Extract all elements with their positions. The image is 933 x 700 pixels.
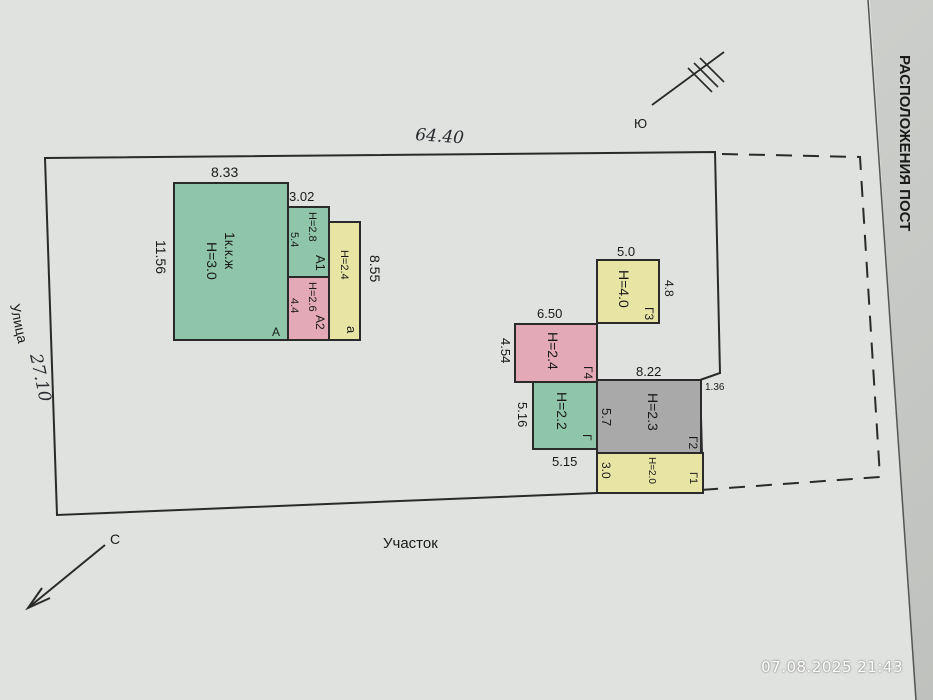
ext-a2-block [287,276,330,341]
main-house-depth-dim: 11.56 [153,240,169,274]
ext-a1-letter: А1 [313,255,328,271]
main-house-letter: А [272,325,280,339]
outbuilding-g3-letter: Г3 [642,307,656,320]
outbuilding-g4-depth-dim: 4.54 [498,338,513,363]
outbuilding-g2-height: Н=2.3 [645,393,661,431]
outbuilding-g3-width-dim: 5.0 [617,244,635,259]
ext-a1-height: Н=2.8 [306,212,318,242]
outbuilding-g1-block [596,452,704,494]
compass-south-label: Ю [634,116,647,131]
ext-a2-depth-dim: 4.4 [288,298,300,313]
outbuilding-g2-block [596,379,702,454]
main-house-label: 1к.к.ж [222,232,238,270]
ext-veranda-letter: а [344,326,359,334]
outbuilding-g1-letter: Г1 [687,472,699,484]
ext-a1-depth-dim: 5.4 [288,232,300,247]
plot-bottom-label: Участок [383,535,438,552]
outbuilding-g2-depth-dim: 5.7 [599,408,614,426]
outbuilding-g4-height: Н=2.4 [545,332,561,370]
ext-a2-height: Н=2.6 [306,282,318,312]
outbuilding-g-height: Н=2.2 [554,392,570,430]
plot-length-label: 64.40 [415,125,465,148]
page-border-line [867,0,917,700]
outbuilding-g2-width-dim: 8.22 [636,364,661,379]
outbuilding-g2-offset-dim: 1.36 [705,382,725,393]
ext-a2-letter: А2 [313,315,327,330]
main-house-height: Н=3.0 [204,242,220,280]
plot-dashed-extension [699,153,882,491]
outbuilding-g-letter: Г [580,434,594,441]
ext-veranda-depth-dim: 8.55 [367,255,383,282]
outbuilding-g3-depth-dim: 4.8 [662,280,676,297]
outbuilding-g4-block [514,323,598,383]
ext-a1-width-dim: 3.02 [289,189,314,204]
compass-north-arrow-icon [25,544,106,611]
outbuilding-g4-width-dim: 6.50 [537,306,562,321]
outbuilding-g-depth-dim: 5.16 [515,402,530,427]
compass-south-hatch-icon [651,51,725,106]
ext-veranda-block [328,221,361,341]
main-house-width-dim: 8.33 [211,164,238,180]
outbuilding-g2-letter: Г2 [686,436,700,449]
outbuilding-g1-depth-dim: 3.0 [599,462,613,479]
main-house-block [173,182,289,341]
outbuilding-g-width-dim: 5.15 [552,454,577,469]
ext-veranda-height: Н=2.4 [338,250,350,280]
outbuilding-g4-letter: Г4 [581,366,595,379]
compass-north-label: С [110,531,120,547]
photo-timestamp: 07.08.2025 21:43 [761,658,903,676]
outbuilding-g3-block [596,259,660,324]
outbuilding-g1-height: Н=2.0 [646,457,657,484]
header-title-fragment: РАСПОЛОЖЕНИЯ ПОСТ [896,55,913,231]
outbuilding-g3-height: Н=4.0 [616,270,632,308]
